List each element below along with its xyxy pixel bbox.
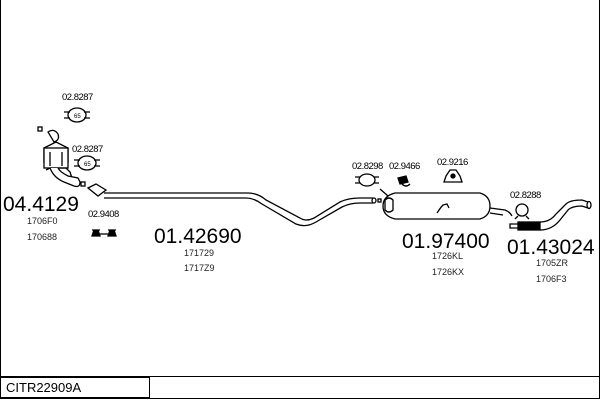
rear-silencer-part[interactable] — [379, 188, 513, 220]
part-ref: 1706F3 — [536, 274, 567, 284]
part-ref: 171729 — [184, 248, 215, 258]
mount-front-icon[interactable] — [91, 229, 117, 237]
part-ref: 170688 — [27, 232, 58, 242]
part-number-catalyst[interactable]: 04.4129 — [3, 193, 79, 216]
accessory-label: 02.8287 — [72, 144, 103, 155]
part-ref: 1726KL — [432, 251, 464, 261]
part-ref: 1706F0 — [27, 216, 58, 226]
accessory-label: 02.9408 — [88, 209, 119, 220]
part-number-front-pipe[interactable]: 01.42690 — [154, 225, 242, 248]
accessory-label: 02.9466 — [389, 161, 420, 172]
accessory-label: 02.8287 — [62, 92, 93, 103]
catalyst-part[interactable] — [37, 126, 86, 188]
diagram-code: CITR22909A — [0, 377, 150, 398]
tail-pipe-part[interactable] — [509, 199, 592, 231]
part-ref: 1705ZR — [536, 258, 569, 268]
clamp-upper-icon[interactable]: 65 — [64, 107, 90, 123]
front-pipe-part[interactable] — [86, 183, 382, 227]
rubber-mount-icon[interactable] — [443, 169, 463, 183]
part-number-tail-pipe[interactable]: 01.43024 — [507, 236, 595, 259]
accessory-label: 02.8298 — [352, 161, 383, 172]
part-ref: 1726KX — [432, 267, 465, 277]
svg-text:65: 65 — [84, 162, 91, 168]
part-number-rear-silencer[interactable]: 01.97400 — [402, 230, 490, 253]
hanger-bracket-icon[interactable] — [397, 175, 411, 187]
ring-clamp-icon[interactable] — [514, 203, 530, 220]
svg-text:65: 65 — [74, 114, 81, 120]
accessory-label: 02.8288 — [510, 190, 541, 201]
footer-divider — [0, 376, 600, 377]
clamp-lower-icon[interactable]: 65 — [74, 155, 100, 171]
part-ref: 1717Z9 — [184, 263, 215, 273]
clamp-mid-icon[interactable] — [355, 173, 379, 187]
accessory-label: 02.9216 — [437, 157, 468, 168]
